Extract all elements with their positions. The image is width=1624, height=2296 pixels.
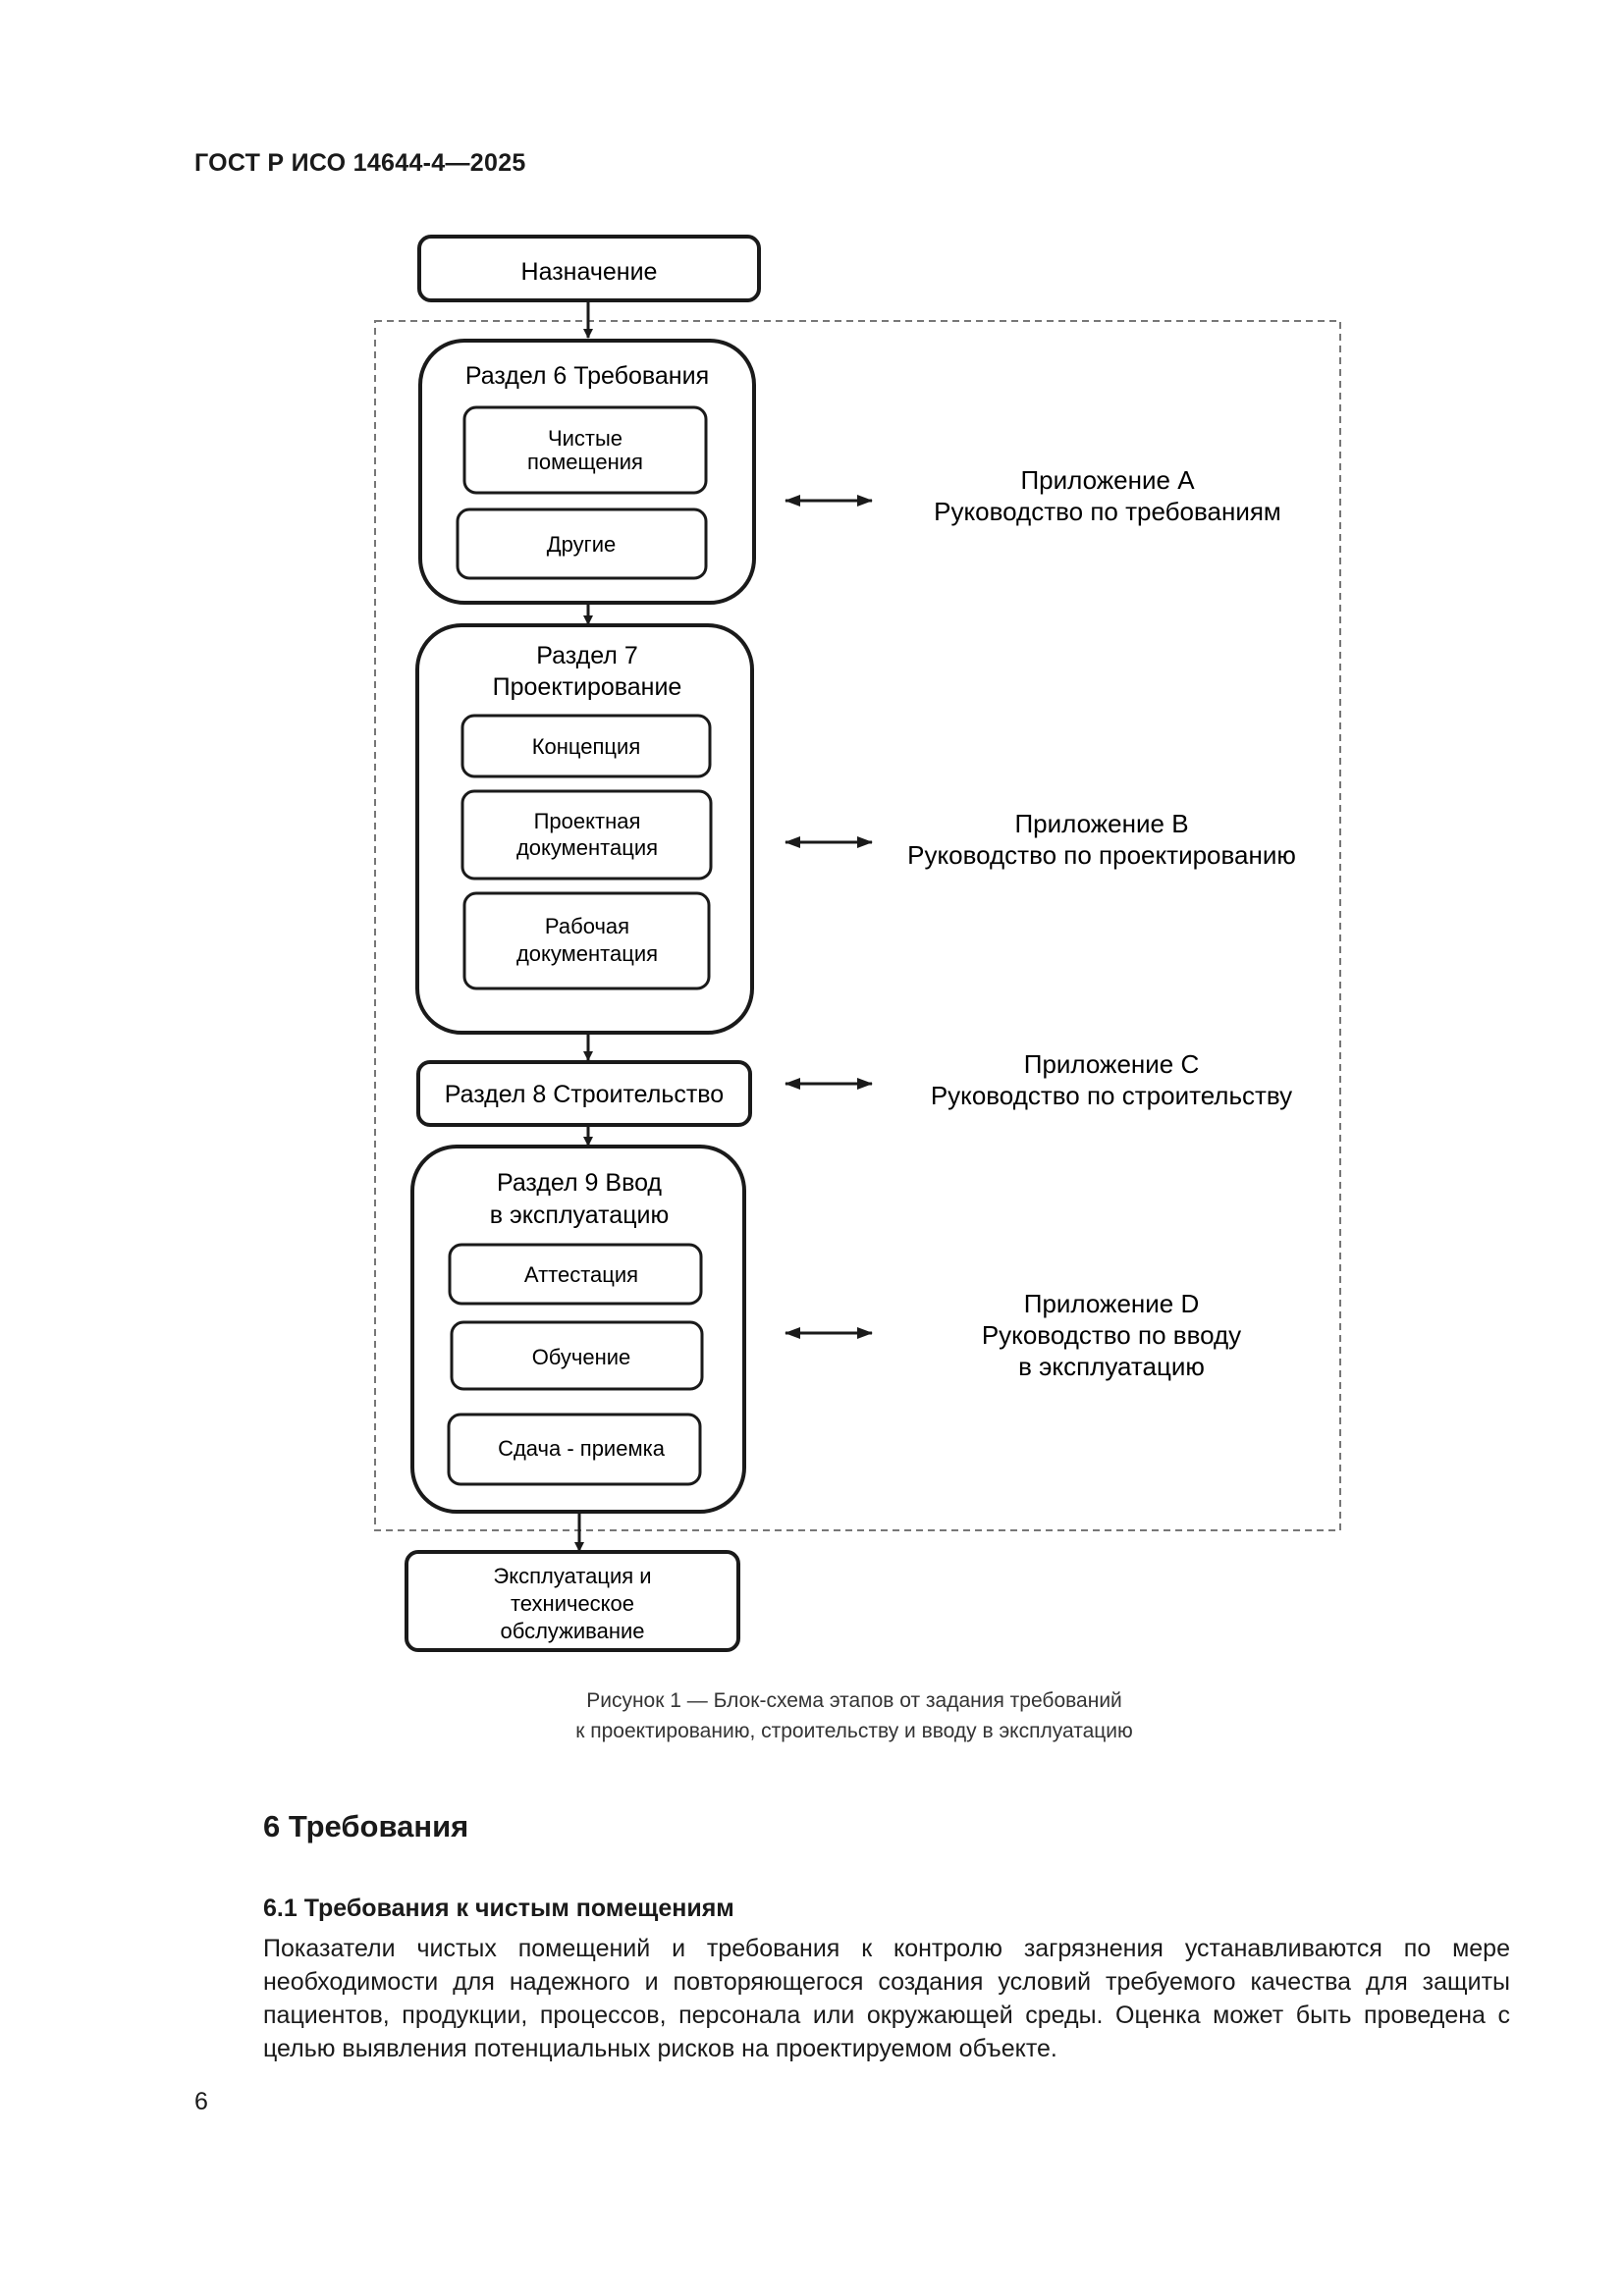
operation-label-line2: техническое	[511, 1591, 634, 1616]
annex-a-subtitle: Руководство по требованиям	[934, 497, 1281, 526]
flowchart-diagram: Назначение Раздел 6 Требования Чистые по…	[374, 235, 1341, 1652]
figure-caption: Рисунок 1 — Блок-схема этапов от задания…	[393, 1685, 1316, 1746]
attestation-box	[448, 1243, 703, 1306]
annex-a-title: Приложение А	[1020, 465, 1195, 495]
section8-box	[416, 1060, 752, 1127]
other-box	[456, 507, 708, 580]
operation-box	[405, 1550, 740, 1652]
figure-caption-line2: к проектированию, строительству и вводу …	[575, 1720, 1133, 1742]
design-docs-label-line1: Проектная	[534, 809, 641, 833]
annex-d-subtitle-line1: Руководство по вводу	[982, 1320, 1241, 1350]
section7-title-line1: Раздел 7	[536, 642, 637, 669]
annex-c-title: Приложение С	[1024, 1049, 1200, 1079]
page-number: 6	[194, 2088, 208, 2115]
annex-d-subtitle-line2: в эксплуатацию	[1018, 1352, 1205, 1381]
paragraph-line-1-text: Показатели чистых помещений и требования…	[263, 1935, 1510, 1962]
paragraph-line-2: необходимости для надежного и повторяюще…	[263, 1968, 1510, 1996]
paragraph-line-3: пациентов, продукции, процессов, персона…	[263, 2002, 1510, 2029]
cleanrooms-box	[462, 405, 708, 495]
handover-label: Сдача - приемка	[498, 1436, 666, 1461]
standard-id-header: ГОСТ Р ИСО 14644-4—2025	[194, 149, 526, 177]
working-docs-label-line2: документация	[516, 941, 658, 966]
handover-box	[447, 1413, 702, 1486]
paragraph-line-4: целью выявления потенциальных рисков на …	[263, 2035, 1057, 2062]
annex-b-subtitle: Руководство по проектированию	[907, 840, 1296, 870]
working-docs-label-line1: Рабочая	[545, 914, 629, 938]
body-paragraph: Показатели чистых помещений и требования…	[263, 1932, 1510, 2065]
section9-title-line1: Раздел 9 Ввод	[497, 1169, 662, 1197]
working-docs-box	[462, 891, 711, 990]
section6-title: Раздел 6 Требования	[465, 362, 709, 390]
design-docs-box	[460, 789, 713, 881]
training-label: Обучение	[532, 1345, 631, 1369]
section-title: 6 Требования	[263, 1809, 469, 1843]
annex-d-title: Приложение D	[1024, 1289, 1200, 1318]
attestation-label: Аттестация	[524, 1262, 638, 1287]
section8-title: Раздел 8 Строительство	[445, 1081, 724, 1108]
subsection-title: 6.1 Требования к чистым помещениям	[263, 1895, 734, 1922]
design-docs-label-line2: документация	[516, 835, 658, 860]
operation-label-line3: обслуживание	[500, 1619, 644, 1643]
cleanrooms-label-line1: Чистые	[548, 426, 623, 451]
section9-title-line2: в эксплуатацию	[490, 1201, 670, 1229]
operation-label-line1: Эксплуатация и	[493, 1564, 651, 1588]
annex-b-title: Приложение В	[1014, 809, 1188, 838]
other-label: Другие	[547, 532, 616, 557]
training-box	[450, 1320, 704, 1391]
concept-label: Концепция	[532, 734, 641, 759]
purpose-box-label: Назначение	[521, 258, 658, 286]
paragraph-line-1: Показатели чистых помещений и требования…	[263, 1932, 1510, 1965]
dashed-scope-frame	[374, 320, 1341, 1531]
figure-caption-line1: Рисунок 1 — Блок-схема этапов от задания…	[586, 1689, 1122, 1712]
annex-c-subtitle: Руководство по строительству	[931, 1081, 1292, 1110]
section7-title-line2: Проектирование	[493, 673, 682, 701]
cleanrooms-label-line2: помещения	[527, 450, 643, 474]
concept-box	[460, 714, 712, 778]
